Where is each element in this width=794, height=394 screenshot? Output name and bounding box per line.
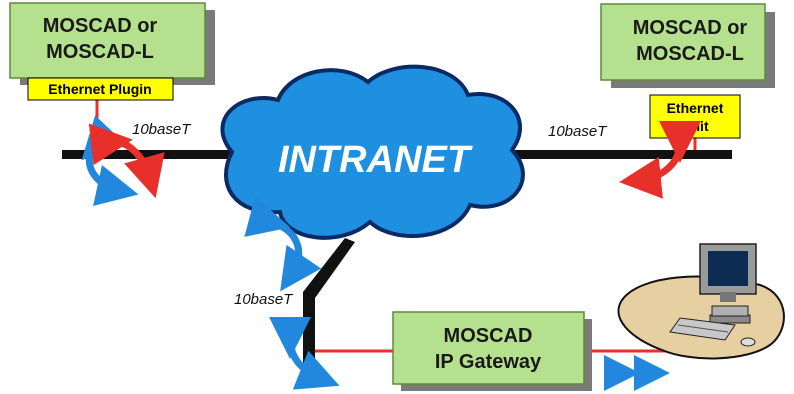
left-moscad-unit: MOSCAD or MOSCAD-L Ethernet Plugin [9, 2, 215, 101]
ethernet-plugin-tag [27, 77, 174, 101]
intranet-label: INTRANET [278, 139, 473, 181]
ethernet-unit-label-1: Ethernet [667, 100, 724, 116]
right-link-speed: 10baseT [548, 123, 608, 140]
ethernet-unit-label-2: Unit [681, 118, 709, 134]
right-unit-title-1: MOSCAD or [633, 17, 748, 39]
gateway-title-2: IP Gateway [435, 351, 542, 373]
computer-workstation-icon [617, 243, 785, 360]
left-unit-title-1: MOSCAD or [43, 15, 158, 37]
ip-gateway-unit: MOSCAD IP Gateway [392, 311, 592, 391]
two-way-arrow-icon [81, 115, 702, 391]
right-unit-title-2: MOSCAD-L [636, 43, 744, 65]
left-link-speed: 10baseT [132, 121, 192, 138]
left-unit-title-2: MOSCAD-L [46, 41, 154, 63]
ethernet-plugin-label: Ethernet Plugin [48, 81, 151, 97]
right-cable [510, 150, 732, 159]
intranet-cloud: INTRANET [220, 64, 525, 240]
bottom-cable [303, 238, 355, 386]
bottom-link-speed: 10baseT [234, 291, 294, 308]
right-moscad-unit: MOSCAD or MOSCAD-L Ethernet Unit [600, 3, 775, 139]
gateway-title-1: MOSCAD [444, 325, 533, 347]
